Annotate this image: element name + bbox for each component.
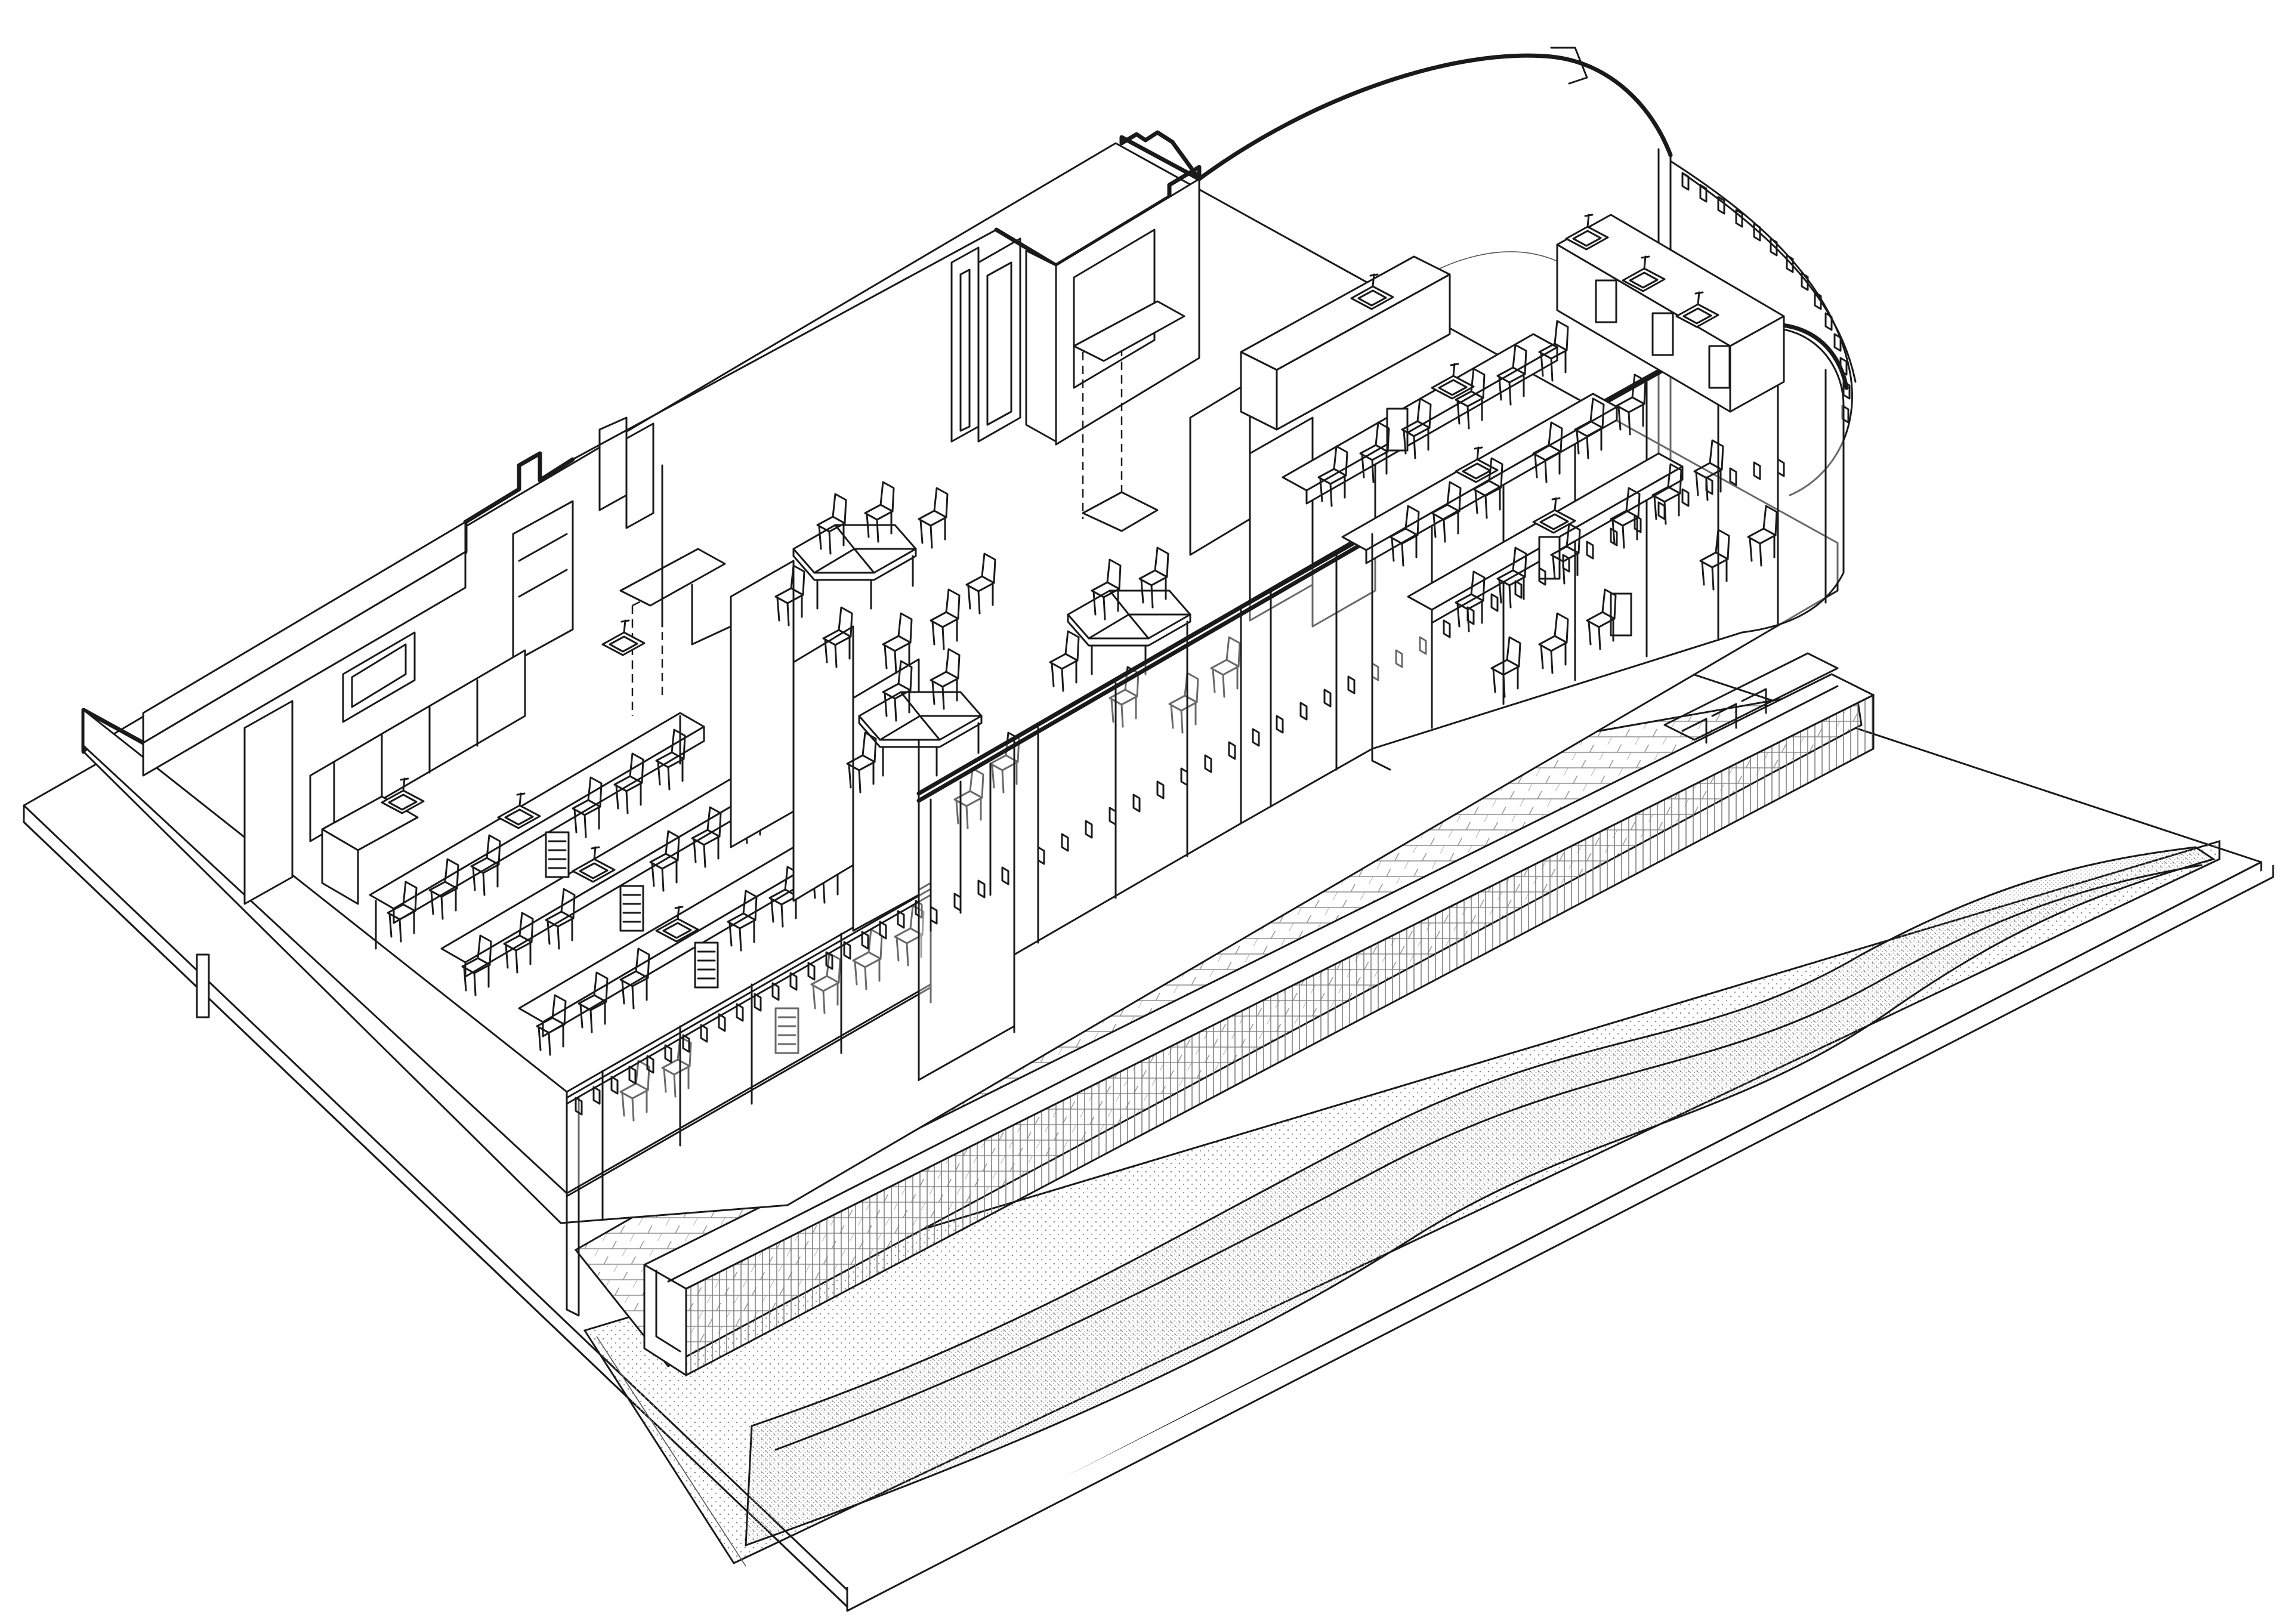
left-glass-facade [566,881,932,1221]
left-lab-benches [369,712,925,1122]
planter-bench [643,652,1875,1377]
central-commons [598,130,1427,1082]
plan-outline [572,229,1391,1081]
left-classroom [81,451,726,1317]
right-classroom [1197,47,1857,751]
landscape-strip [583,839,2221,1567]
